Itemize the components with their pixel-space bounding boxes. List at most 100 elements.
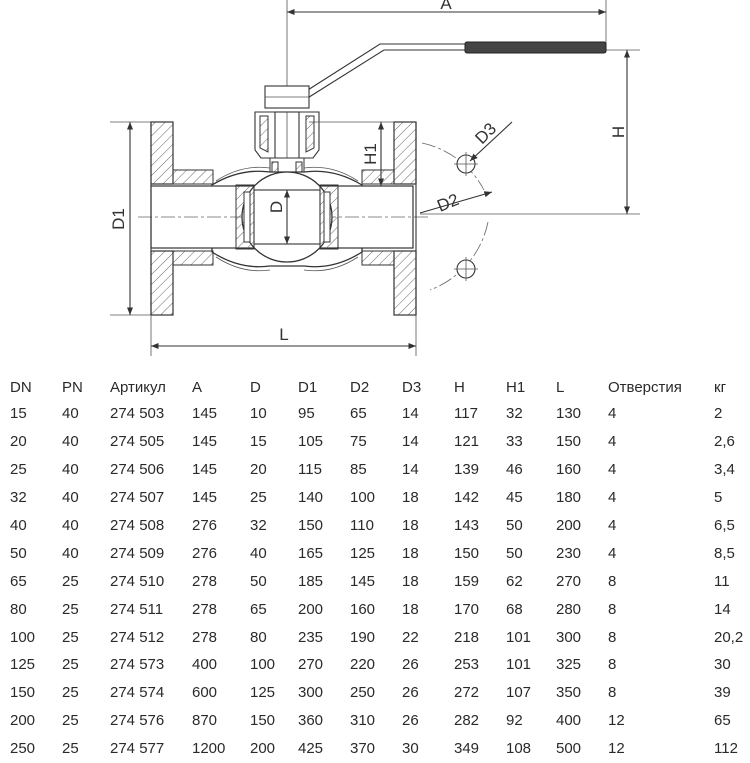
table-cell: 150 bbox=[250, 712, 276, 730]
table-cell: 200 bbox=[298, 600, 324, 618]
table-cell: 112 bbox=[714, 740, 738, 758]
table-cell: 4 bbox=[608, 544, 617, 562]
table-cell: 25 bbox=[62, 572, 79, 590]
dimension-a: A bbox=[286, 0, 607, 92]
table-cell: 18 bbox=[402, 544, 419, 562]
table-cell: 14 bbox=[402, 433, 419, 451]
table-cell: 14 bbox=[714, 600, 731, 618]
header-l: L bbox=[556, 378, 565, 396]
table-cell: 274 510 bbox=[110, 572, 165, 590]
table-cell: 80 bbox=[10, 600, 27, 618]
table-cell: 75 bbox=[350, 433, 367, 451]
table-cell: 180 bbox=[556, 489, 582, 507]
table-cell: 11 bbox=[714, 572, 730, 590]
table-cell: 300 bbox=[298, 684, 324, 702]
bolt-hole-lower bbox=[454, 257, 478, 281]
table-cell: 274 506 bbox=[110, 461, 165, 479]
table-cell: 142 bbox=[454, 489, 480, 507]
table-cell: 220 bbox=[350, 656, 376, 674]
label-h: H bbox=[609, 126, 628, 138]
table-cell: 95 bbox=[298, 405, 315, 423]
table-cell: 50 bbox=[10, 544, 27, 562]
table-cell: 325 bbox=[556, 656, 582, 674]
table-cell: 32 bbox=[250, 517, 267, 534]
table-cell: 32 bbox=[10, 489, 27, 507]
table-cell: 85 bbox=[350, 461, 367, 479]
table-cell: 50 bbox=[506, 517, 523, 534]
table-cell: 8 bbox=[608, 656, 617, 674]
table-cell: 150 bbox=[454, 544, 480, 562]
valve-stem bbox=[254, 85, 320, 183]
header-h1: H1 bbox=[506, 378, 526, 396]
table-cell: 350 bbox=[556, 684, 582, 702]
table-cell: 200 bbox=[10, 712, 36, 730]
right-flange bbox=[361, 121, 417, 316]
table-cell: 25 bbox=[250, 489, 267, 507]
table-cell: 270 bbox=[298, 656, 324, 674]
table-cell: 140 bbox=[298, 489, 324, 507]
label-h1: H1 bbox=[361, 143, 380, 165]
table-cell: 274 503 bbox=[110, 405, 165, 423]
table-cell: 14 bbox=[402, 405, 419, 423]
label-l: L bbox=[279, 325, 288, 344]
table-cell: 274 576 bbox=[110, 712, 165, 730]
table-cell: 274 573 bbox=[110, 656, 165, 674]
table-cell: 40 bbox=[62, 433, 79, 451]
table-cell: 4 bbox=[608, 433, 617, 451]
table-cell: 360 bbox=[298, 712, 324, 730]
table-cell: 125 bbox=[250, 684, 276, 702]
table-cell: 25 bbox=[10, 461, 27, 479]
table-cell: 12 bbox=[608, 740, 625, 758]
table-cell: 39 bbox=[714, 684, 731, 702]
table-cell: 145 bbox=[192, 489, 218, 507]
table-cell: 50 bbox=[250, 572, 267, 590]
table-cell: 40 bbox=[250, 544, 267, 562]
table-cell: 25 bbox=[62, 600, 79, 618]
table-cell: 62 bbox=[506, 572, 523, 590]
label-d: D bbox=[267, 201, 286, 213]
table-cell: 45 bbox=[506, 489, 523, 507]
table-cell: 150 bbox=[10, 684, 36, 702]
table-cell: 4 bbox=[608, 461, 617, 479]
table-cell: 145 bbox=[350, 572, 376, 590]
table-cell: 8,5 bbox=[714, 544, 735, 562]
table-cell: 101 bbox=[506, 628, 532, 646]
table-cell: 160 bbox=[350, 600, 376, 618]
table-cell: 40 bbox=[62, 461, 79, 479]
table-cell: 274 509 bbox=[110, 544, 165, 562]
table-cell: 274 511 bbox=[110, 600, 164, 618]
table-cell: 235 bbox=[298, 628, 324, 646]
header-d3: D3 bbox=[402, 378, 422, 396]
table-cell: 274 507 bbox=[110, 489, 165, 507]
table-cell: 4 bbox=[608, 405, 617, 423]
table-cell: 145 bbox=[192, 461, 218, 479]
header-pn: PN bbox=[62, 378, 83, 396]
table-cell: 110 bbox=[350, 517, 374, 534]
table-cell: 130 bbox=[556, 405, 582, 423]
dimension-d: D bbox=[267, 190, 291, 244]
dimension-l: L bbox=[150, 315, 417, 356]
table-cell: 165 bbox=[298, 544, 324, 562]
table-cell: 100 bbox=[250, 656, 276, 674]
table-cell: 250 bbox=[350, 684, 376, 702]
table-cell: 278 bbox=[192, 572, 218, 590]
table-cell: 40 bbox=[10, 517, 27, 534]
table-cell: 274 505 bbox=[110, 433, 165, 451]
table-cell: 145 bbox=[192, 433, 218, 451]
header-a: A bbox=[192, 378, 203, 396]
table-cell: 278 bbox=[192, 600, 218, 618]
table-cell: 6,5 bbox=[714, 517, 735, 534]
table-cell: 8 bbox=[608, 600, 617, 618]
table-cell: 80 bbox=[250, 628, 267, 646]
table-cell: 40 bbox=[62, 489, 79, 507]
table-cell: 150 bbox=[556, 433, 582, 451]
table-cell: 115 bbox=[298, 461, 322, 479]
header-article: Артикул bbox=[110, 378, 166, 396]
